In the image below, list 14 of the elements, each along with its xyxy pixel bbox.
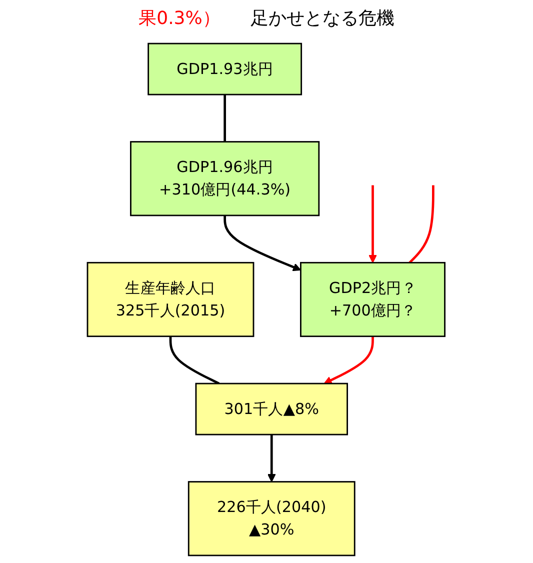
node-box: 226千人(2040) ▲30%: [188, 481, 356, 556]
arrow: [324, 336, 374, 384]
note-text: 足かせとなる危機: [250, 7, 394, 30]
connector: [170, 336, 220, 385]
arrow: [224, 215, 302, 272]
node-box: GDP2兆円？ +700億円？: [300, 262, 446, 338]
node-box: 301千人▲8%: [196, 382, 348, 436]
connector: [224, 94, 226, 142]
node-box: GDP1.93兆円: [148, 42, 302, 96]
node-box: 生産年齢人口 325千人(2015): [87, 262, 255, 338]
arrow: [368, 185, 378, 264]
node-box: GDP1.96兆円 +310億円(44.3%): [130, 141, 320, 216]
arrow: [268, 434, 276, 482]
note-text: 果0.3%）: [138, 7, 220, 30]
